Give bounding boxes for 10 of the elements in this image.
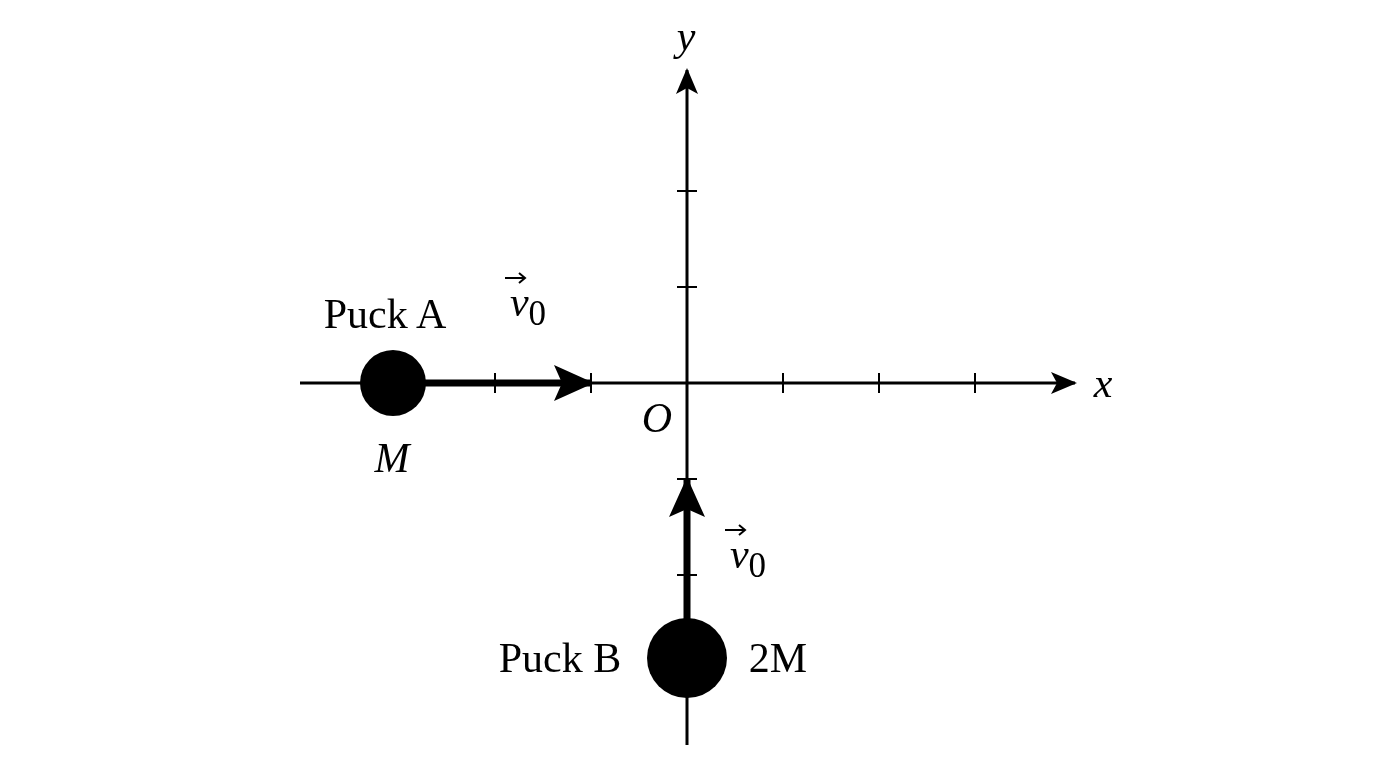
- puck-disc: [647, 618, 727, 698]
- velocity-label: v$_{0}$: [729, 532, 767, 584]
- axis-label: x: [1093, 362, 1113, 404]
- mass-label: 2M: [748, 637, 808, 679]
- origin-label: O: [641, 397, 673, 439]
- puck-label: Puck B: [498, 637, 622, 679]
- puck-label: Puck A: [323, 293, 447, 335]
- mass-label: M: [374, 437, 410, 479]
- puck-disc: [360, 350, 426, 416]
- velocity-label: v$_{0}$: [509, 280, 547, 332]
